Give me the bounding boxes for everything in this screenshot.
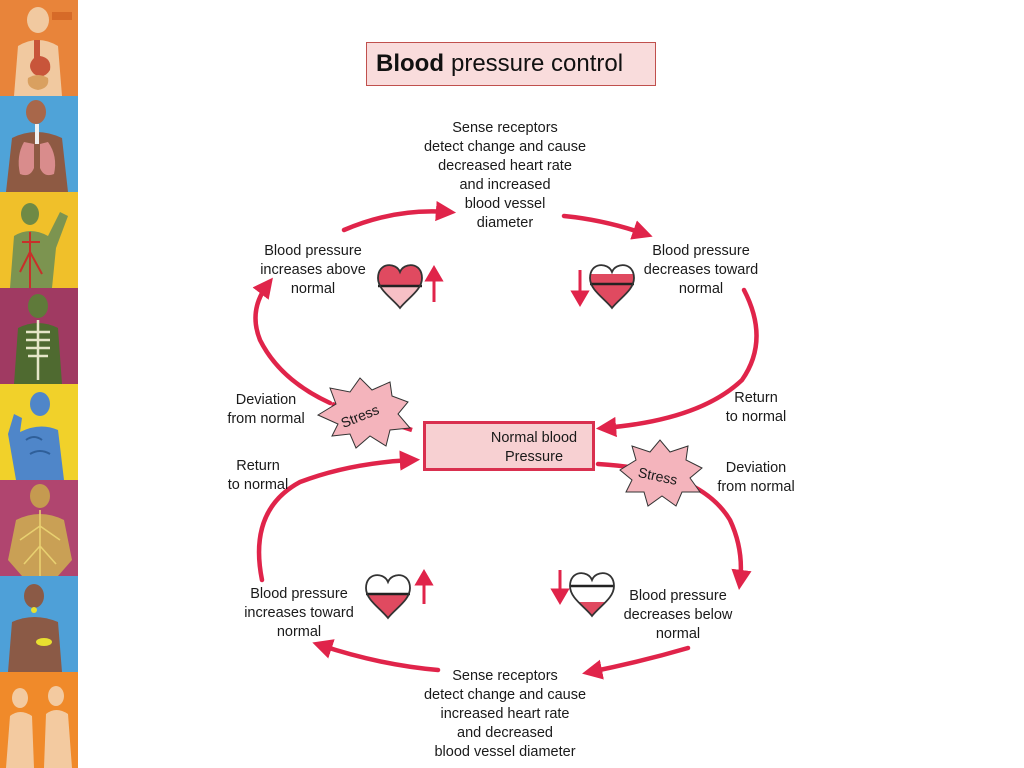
deviation-left-text: Deviation from normal (227, 392, 305, 427)
deviation-right-text: Deviation from normal (717, 460, 795, 495)
title-bold-word: Blood (376, 50, 444, 77)
up-arrow-icon-mid-low (414, 569, 434, 604)
endocrine-system-panel (0, 576, 78, 672)
heart-icon-high (377, 264, 423, 310)
return-left-text: Return to normal (227, 458, 289, 493)
arrow-bottom-left (312, 639, 441, 673)
respiratory-system-panel (0, 96, 78, 192)
title-rest: pressure control (450, 50, 624, 77)
stress-burst-right (619, 439, 703, 507)
slide-title: Blood pressure control (366, 42, 656, 86)
normal-bp-label: Normal blood Pressure (490, 430, 578, 465)
circulatory-system-panel (0, 192, 78, 288)
heart-icon-mid-high (589, 264, 635, 310)
nervous-system-panel (0, 480, 78, 576)
up-arrow-icon-high (424, 265, 444, 302)
down-arrow-icon-mid-high (570, 270, 590, 307)
heart-icon-low (569, 572, 615, 618)
arrow-upper-right-down (595, 287, 759, 438)
bp-increases-toward-text: Blood pressure increases toward normal (244, 586, 354, 640)
arrow-upper-left-up (252, 277, 333, 406)
down-arrow-icon-low (550, 570, 570, 605)
normal-bp-box (423, 421, 595, 471)
muscular-system-panel (0, 384, 78, 480)
arrow-lower-left-up (256, 450, 421, 583)
bp-decreases-toward-text: Blood pressure decreases toward normal (643, 243, 759, 297)
body-systems-strip (0, 0, 78, 768)
top-receptors-text: Sense receptors detect change and cause … (423, 120, 587, 231)
reproductive-system-panel (0, 672, 78, 768)
return-right-text: Return to normal (725, 390, 787, 425)
stress-burst-left (316, 377, 412, 449)
bp-increases-above-text: Blood pressure increases above normal (260, 243, 366, 297)
digestive-system-panel (0, 0, 78, 96)
bottom-receptors-text: Sense receptors detect change and cause … (423, 668, 587, 760)
arrow-top-right (561, 213, 653, 240)
bp-decreases-below-text: Blood pressure decreases below normal (623, 588, 733, 642)
heart-icon-mid-low (365, 574, 411, 620)
arrow-bottom-right (582, 645, 691, 680)
arrow-top-left (341, 200, 457, 233)
skeletal-system-panel (0, 288, 78, 384)
